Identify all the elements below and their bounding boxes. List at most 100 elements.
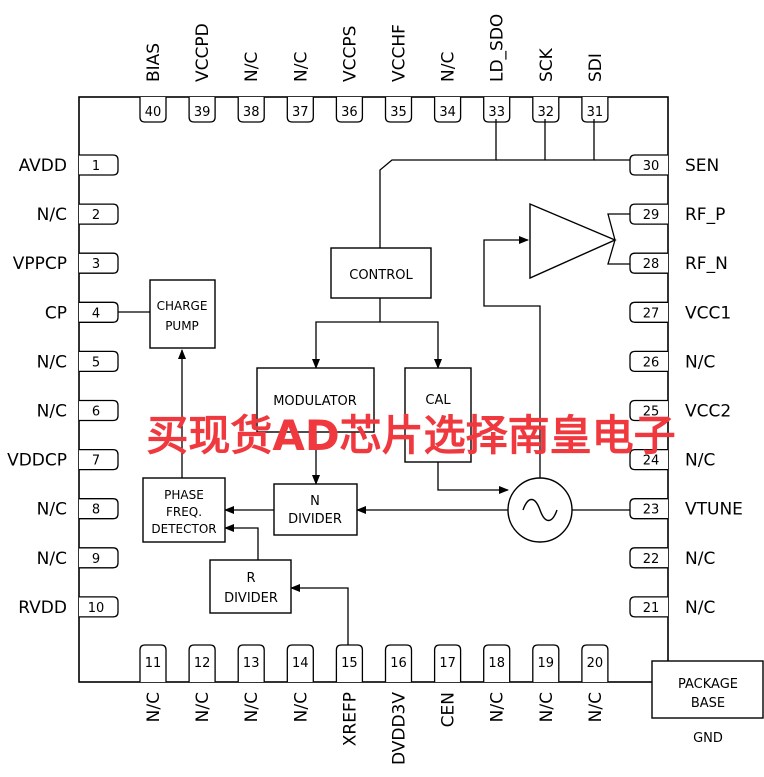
vco-sine-icon: [522, 498, 558, 522]
pin-5-pad: [79, 350, 119, 373]
pin-23-name: VTUNE: [685, 500, 743, 520]
pin-15-name: XREFP: [340, 692, 360, 746]
wire-cal-vco: [437, 462, 509, 494]
pin-38-number: 38: [243, 105, 260, 120]
pin-7-pad: [79, 448, 119, 471]
pin-21-number: 21: [643, 601, 660, 616]
pin-36-pad: [335, 97, 364, 123]
pin-37-name: N/C: [291, 52, 311, 82]
pin-31-number: 31: [587, 105, 604, 120]
pin-12-pad: [188, 644, 216, 682]
cal-block: [404, 367, 472, 463]
pin-32-pad: [532, 97, 560, 123]
chip-body: [78, 96, 669, 683]
package-base-label-1: PACKAGE: [678, 677, 738, 692]
pin-27-pad: [629, 301, 668, 323]
pins-bottom: 11N/C12N/C13N/C14N/C15XREFP16DVDD3V17CEN…: [139, 644, 609, 765]
cal-label: CAL: [425, 393, 451, 408]
n-divider-label-1: N: [310, 494, 320, 509]
package-base-label-2: BASE: [691, 696, 725, 711]
pin-18-number: 18: [488, 656, 505, 671]
pin-20-pad: [581, 644, 609, 682]
pin-7-name: VDDCP: [7, 451, 67, 471]
package-base-block: [651, 660, 764, 719]
pin-1-name: AVDD: [19, 156, 67, 176]
pin-2-name: N/C: [37, 205, 67, 225]
pin-10-name: RVDD: [18, 598, 67, 618]
pin-6-name: N/C: [37, 402, 67, 422]
pin-6-pad: [79, 399, 119, 422]
pin-6-number: 6: [92, 405, 100, 420]
pin-26-number: 26: [643, 355, 660, 370]
pin-31-name: SDI: [586, 53, 606, 82]
pin-2: 2 N/C: [37, 203, 119, 225]
pin-33-name: LD_SDO: [488, 14, 508, 82]
pin-34-name: N/C: [439, 52, 459, 82]
watermark: 买现货AD芯片选择南皇电子: [146, 411, 675, 460]
pin-33-pad: [483, 97, 511, 123]
pin-30-pad: [629, 154, 668, 176]
control-block: [330, 247, 432, 299]
wire-control-split: [312, 298, 381, 369]
pin-40-name: BIAS: [144, 43, 164, 82]
pin-27-number: 27: [643, 306, 660, 321]
charge-pump-label-2: PUMP: [165, 319, 199, 333]
pin-4: 4CP: [45, 301, 119, 323]
r-divider-label-1: R: [246, 571, 255, 586]
pin-30-name: SEN: [685, 156, 719, 176]
pin-11-number: 11: [145, 656, 162, 671]
pin-35-pad: [384, 97, 413, 123]
pin-13-number: 13: [243, 656, 260, 671]
pin-26-name: N/C: [685, 352, 715, 372]
pin-31-pad: [581, 97, 609, 123]
pfd-block: [142, 477, 226, 543]
pins-top: 40BIAS39VCCPD38N/C37N/C36VCCPS35VCCHF34N…: [139, 14, 609, 123]
pin-39-pad: [188, 97, 216, 123]
pin-31: 31 SDI: [581, 53, 609, 123]
pfd-label-3: DETECTOR: [151, 522, 216, 536]
pin-19-name: N/C: [537, 692, 557, 722]
pin-15-pad: [335, 644, 364, 682]
pin-5-number: 5: [92, 355, 100, 370]
pins-left: 1AVDD2N/C3VPPCP4CP5N/C6N/C7VDDCP8N/C9N/C…: [7, 154, 119, 618]
pin-32-number: 32: [538, 105, 555, 120]
pin-23-number: 23: [643, 503, 660, 518]
control-label: CONTROL: [349, 268, 413, 283]
pin-37-number: 37: [292, 105, 309, 120]
pin-10-pad: [79, 596, 119, 618]
pin-28-number: 28: [643, 257, 660, 272]
pin-39-name: VCCPD: [193, 23, 213, 82]
pin-25-number: 25: [643, 405, 660, 420]
pfd-label-2: FREQ.: [166, 505, 202, 519]
pin-40-pad: [139, 97, 167, 123]
pin-25-pad: [629, 399, 668, 422]
pin-6: 6 N/C: [37, 399, 119, 422]
pin-20-number: 20: [587, 656, 604, 671]
pin-19-number: 19: [538, 656, 555, 671]
pin-9-name: N/C: [37, 549, 67, 569]
pin-5-name: N/C: [37, 352, 67, 372]
pin-16-pad: [384, 644, 413, 682]
pin-38-pad: [237, 97, 265, 123]
pin-29-number: 29: [643, 208, 660, 223]
modulator-label: MODULATOR: [273, 394, 357, 409]
pin-28-name: RF_N: [685, 254, 728, 274]
pin-2-pad: [79, 203, 119, 225]
pin-8-pad: [79, 498, 119, 520]
wire-xrefp-rdiv: [290, 584, 349, 645]
pin-8-name: N/C: [37, 500, 67, 520]
pin-7: 7 VDDCP: [7, 448, 119, 471]
pin-2-number: 2: [92, 208, 100, 223]
modulator-block: [256, 367, 375, 433]
pin-20: 20N/C: [581, 644, 609, 722]
pin-7-number: 7: [92, 454, 100, 469]
pin-14-number: 14: [292, 656, 309, 671]
